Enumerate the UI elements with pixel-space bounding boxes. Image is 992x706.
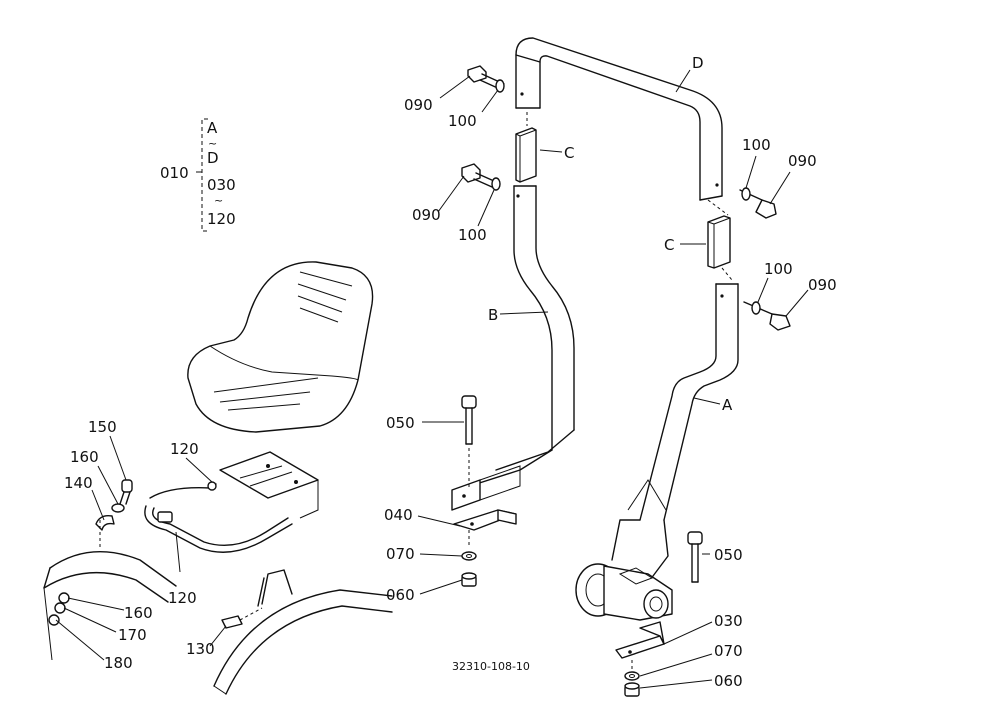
label-fender-bolt-180: 180 xyxy=(104,654,133,672)
seat-strap-120 xyxy=(144,481,293,553)
group-item-120: 120 xyxy=(207,210,236,228)
nut-060-left xyxy=(461,572,477,587)
label-sleeve-c-top: C xyxy=(564,144,574,162)
label-nut-060-left: 060 xyxy=(386,586,415,604)
label-seat-lever-130: 130 xyxy=(186,640,215,658)
label-washer-070-right: 070 xyxy=(714,642,743,660)
label-bolt-050-right: 050 xyxy=(714,546,743,564)
label-bracket-030: 030 xyxy=(714,612,743,630)
label-bolt-090-mid-left: 090 xyxy=(412,206,441,224)
label-frame-a: A xyxy=(722,396,733,414)
label-seat-clamp-140: 140 xyxy=(64,474,93,492)
axle-housing xyxy=(575,563,673,621)
group-label: 010 xyxy=(160,164,189,182)
label-fender-washer-160: 160 xyxy=(124,604,153,622)
label-seat-strap-120-bottom: 120 xyxy=(168,589,197,607)
label-frame-b: B xyxy=(488,306,498,324)
bolt-050-left xyxy=(461,395,477,488)
seat-washer-160 xyxy=(111,503,125,513)
fender-right xyxy=(213,589,393,695)
group-item-030: 030 xyxy=(207,176,236,194)
label-nut-060-right: 060 xyxy=(714,672,743,690)
bolt-090-top-left xyxy=(467,65,505,91)
label-seat-bolt-150: 150 xyxy=(88,418,117,436)
label-bolt-050-left: 050 xyxy=(386,414,415,432)
bracket-040 xyxy=(453,509,517,548)
label-washer-100-mid-right: 100 xyxy=(764,260,793,278)
group-item-tilde-1: ~ xyxy=(208,137,217,150)
frame-left-b xyxy=(451,185,575,511)
label-bolt-090-mid-right: 090 xyxy=(808,276,837,294)
group-item-d: D xyxy=(207,149,219,167)
fender-left xyxy=(43,520,177,661)
label-washer-100-top-right: 100 xyxy=(742,136,771,154)
bolt-050-right xyxy=(687,531,703,583)
label-washer-070-left: 070 xyxy=(386,545,415,563)
label-bolt-090-top-left: 090 xyxy=(404,96,433,114)
reference-code: 32310-108-10 xyxy=(452,660,530,673)
label-seat-washer-160: 160 xyxy=(70,448,99,466)
label-washer-100-mid-left: 100 xyxy=(458,226,487,244)
label-sleeve-c-right: C xyxy=(664,236,674,254)
washer-070-left xyxy=(461,551,477,561)
label-bolt-090-top-right: 090 xyxy=(788,152,817,170)
washer-100-mid-left xyxy=(491,177,501,191)
sleeve-c-right xyxy=(707,215,733,281)
washer-100-top-left xyxy=(495,79,505,93)
frame-right-a xyxy=(611,283,739,581)
seat-bolt-150 xyxy=(119,479,133,505)
washer-070-right xyxy=(624,671,640,681)
label-fender-spacer-170: 170 xyxy=(118,626,147,644)
washer-100-top-right xyxy=(741,187,751,201)
seat-clamp-140 xyxy=(95,514,115,531)
group-item-tilde-2: ~ xyxy=(214,194,223,207)
group-bracket: 010 A ~ D 030 ~ 120 xyxy=(160,118,236,232)
bolt-090-mid-right xyxy=(743,301,791,331)
washer-100-mid-right xyxy=(751,301,761,315)
group-item-a: A xyxy=(207,119,218,137)
sleeve-c-top xyxy=(515,112,537,183)
bolt-090-mid-left xyxy=(461,163,495,188)
label-seat-strap-120-top: 120 xyxy=(170,440,199,458)
nut-060-right xyxy=(624,682,640,697)
seat-frame xyxy=(219,451,319,519)
roll-bar-top-d xyxy=(515,37,729,216)
bracket-030 xyxy=(615,621,665,672)
leader-lines xyxy=(55,69,809,689)
label-bracket-040: 040 xyxy=(384,506,413,524)
callout-labels: 090 100 C D 100 090 090 100 C 100 090 B … xyxy=(64,54,837,690)
label-washer-100-top-left: 100 xyxy=(448,112,477,130)
seat-cushion xyxy=(187,261,374,433)
seat-lever-130 xyxy=(221,569,293,629)
label-roll-bar-d: D xyxy=(692,54,704,72)
